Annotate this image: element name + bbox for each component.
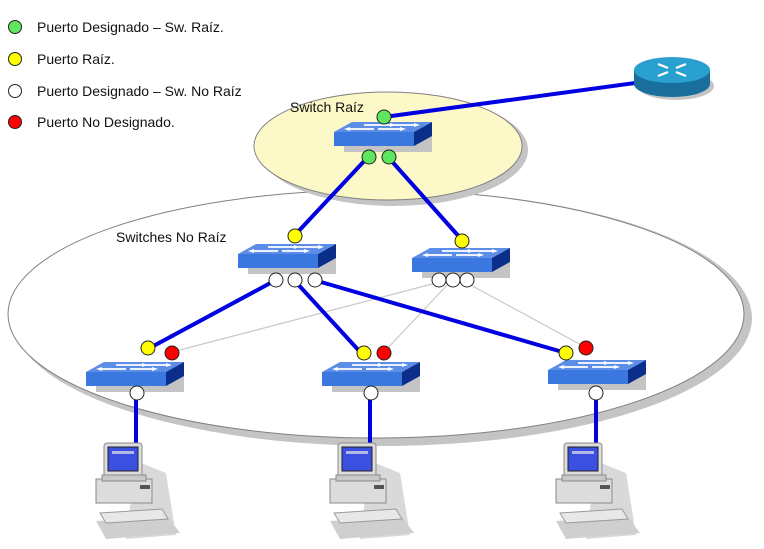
pc-2[interactable] <box>329 442 415 540</box>
red-dot-icon <box>8 115 22 129</box>
link-dist1-access3 <box>313 278 567 355</box>
router-arrows-icon <box>657 62 687 78</box>
port-root-port <box>454 233 470 249</box>
port-designated-nonroot <box>129 385 145 401</box>
port-designated-nonroot <box>268 272 284 288</box>
link-dist1-access2 <box>292 278 364 356</box>
port-designated-root <box>381 149 397 165</box>
legend-label: Puerto Designado – Sw. No Raíz <box>37 83 242 99</box>
link-root-router <box>383 76 673 119</box>
blocked-link-dist2-access3 <box>464 281 586 348</box>
port-non-designated <box>376 345 392 361</box>
legend-item-designated-root: Puerto Designado – Sw. Raíz. <box>8 19 224 35</box>
port-root-port <box>356 345 372 361</box>
white-dot-icon <box>8 84 22 98</box>
switch-root[interactable] <box>333 121 433 153</box>
root-area-label: Switch Raíz <box>290 99 364 115</box>
pc-1[interactable] <box>95 442 181 540</box>
switch-dist-1[interactable] <box>237 243 337 275</box>
port-designated-root <box>361 149 377 165</box>
switch-dist-2[interactable] <box>411 247 511 279</box>
port-designated-nonroot <box>445 272 461 288</box>
port-root-port <box>287 228 303 244</box>
nonroot-area-label: Switches No Raíz <box>116 229 226 245</box>
green-dot-icon <box>8 20 22 34</box>
legend-item-designated-nonroot: Puerto Designado – Sw. No Raíz <box>8 83 242 99</box>
legend-label: Puerto No Designado. <box>37 114 175 130</box>
port-markers <box>129 109 604 401</box>
port-designated-nonroot <box>287 272 303 288</box>
yellow-dot-icon <box>8 52 22 66</box>
port-designated-nonroot <box>431 272 447 288</box>
port-designated-nonroot <box>588 385 604 401</box>
legend-item-non-designated: Puerto No Designado. <box>8 114 175 130</box>
port-non-designated <box>164 345 180 361</box>
link-dist1-access1 <box>145 278 277 352</box>
port-non-designated <box>578 340 594 356</box>
port-designated-root <box>376 109 392 125</box>
active-links <box>134 76 673 445</box>
blocked-link-dist2-access2 <box>383 281 451 353</box>
blocked-link-dist2-access1 <box>171 281 441 353</box>
port-designated-nonroot <box>363 385 379 401</box>
link-root-dist2 <box>386 155 464 242</box>
pc-3[interactable] <box>555 442 641 540</box>
legend-label: Puerto Raíz. <box>37 51 115 67</box>
legend-item-root-port: Puerto Raíz. <box>8 51 115 67</box>
router[interactable] <box>634 57 714 100</box>
port-root-port <box>558 345 574 361</box>
legend: Puerto Designado – Sw. Raíz. Puerto Raíz… <box>8 19 242 130</box>
port-designated-nonroot <box>307 272 323 288</box>
legend-label: Puerto Designado – Sw. Raíz. <box>37 19 224 35</box>
port-root-port <box>140 340 156 356</box>
blocked-links <box>171 281 586 353</box>
switch-access-3[interactable] <box>547 359 647 391</box>
port-designated-nonroot <box>459 272 475 288</box>
link-root-dist1 <box>292 155 370 238</box>
